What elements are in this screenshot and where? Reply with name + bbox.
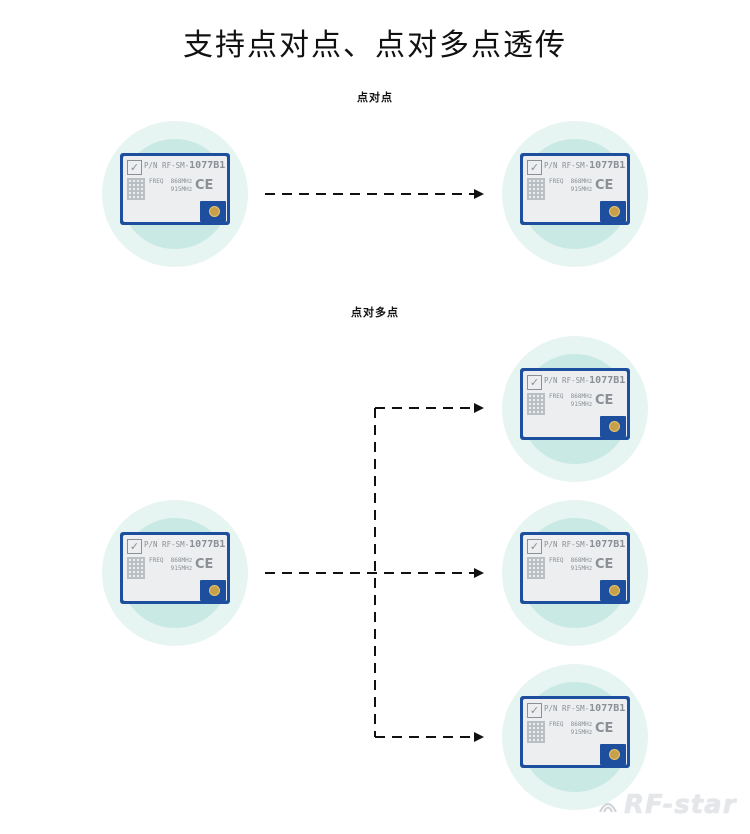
module-node: ✓ P/N RF-SM-1077B1 FREQ 868MHz 915MHz CE (102, 500, 248, 646)
antenna-connector-icon (600, 744, 626, 765)
module-node: ✓ P/N RF-SM-1077B1 FREQ 868MHz 915MHz CE (502, 336, 648, 482)
rf-module-chip: ✓ P/N RF-SM-1077B1 FREQ 868MHz 915MHz CE (520, 368, 630, 440)
module-node: ✓ P/N RF-SM-1077B1 FREQ 868MHz 915MHz CE (502, 664, 648, 810)
ce-mark-icon: CE (195, 557, 214, 572)
qr-code-icon (527, 721, 545, 743)
check-logo-icon: ✓ (527, 375, 542, 390)
qr-code-icon (527, 178, 545, 200)
antenna-connector-icon (600, 201, 626, 222)
qr-code-icon (127, 557, 145, 579)
ce-mark-icon: CE (595, 721, 614, 736)
antenna-connector-icon (600, 416, 626, 437)
check-logo-icon: ✓ (527, 160, 542, 175)
rf-module-chip: ✓ P/N RF-SM-1077B1 FREQ 868MHz 915MHz CE (520, 696, 630, 768)
page-title: 支持点对点、点对多点透传 (183, 28, 567, 63)
check-logo-icon: ✓ (527, 539, 542, 554)
qr-code-icon (127, 178, 145, 200)
antenna-connector-icon (200, 580, 226, 601)
module-node: ✓ P/N RF-SM-1077B1 FREQ 868MHz 915MHz CE (502, 500, 648, 646)
rf-module-chip: ✓ P/N RF-SM-1077B1 FREQ 868MHz 915MHz CE (120, 532, 230, 604)
qr-code-icon (527, 393, 545, 415)
check-logo-icon: ✓ (127, 160, 142, 175)
antenna-connector-icon (200, 201, 226, 222)
section-label-point-to-point: 点对点 (357, 91, 393, 104)
module-node: ✓ P/N RF-SM-1077B1 FREQ 868MHz 915MHz CE (502, 121, 648, 267)
check-logo-icon: ✓ (527, 703, 542, 718)
qr-code-icon (527, 557, 545, 579)
ce-mark-icon: CE (595, 178, 614, 193)
antenna-connector-icon (600, 580, 626, 601)
section-label-point-to-multipoint: 点对多点 (351, 306, 399, 319)
ce-mark-icon: CE (195, 178, 214, 193)
module-node: ✓ P/N RF-SM-1077B1 FREQ 868MHz 915MHz CE (102, 121, 248, 267)
rf-module-chip: ✓ P/N RF-SM-1077B1 FREQ 868MHz 915MHz CE (520, 532, 630, 604)
rf-star-logo-icon (599, 803, 617, 813)
rf-module-chip: ✓ P/N RF-SM-1077B1 FREQ 868MHz 915MHz CE (520, 153, 630, 225)
rf-module-chip: ✓ P/N RF-SM-1077B1 FREQ 868MHz 915MHz CE (120, 153, 230, 225)
rf-star-logo: RF-star (624, 790, 737, 820)
check-logo-icon: ✓ (127, 539, 142, 554)
ce-mark-icon: CE (595, 557, 614, 572)
ce-mark-icon: CE (595, 393, 614, 408)
